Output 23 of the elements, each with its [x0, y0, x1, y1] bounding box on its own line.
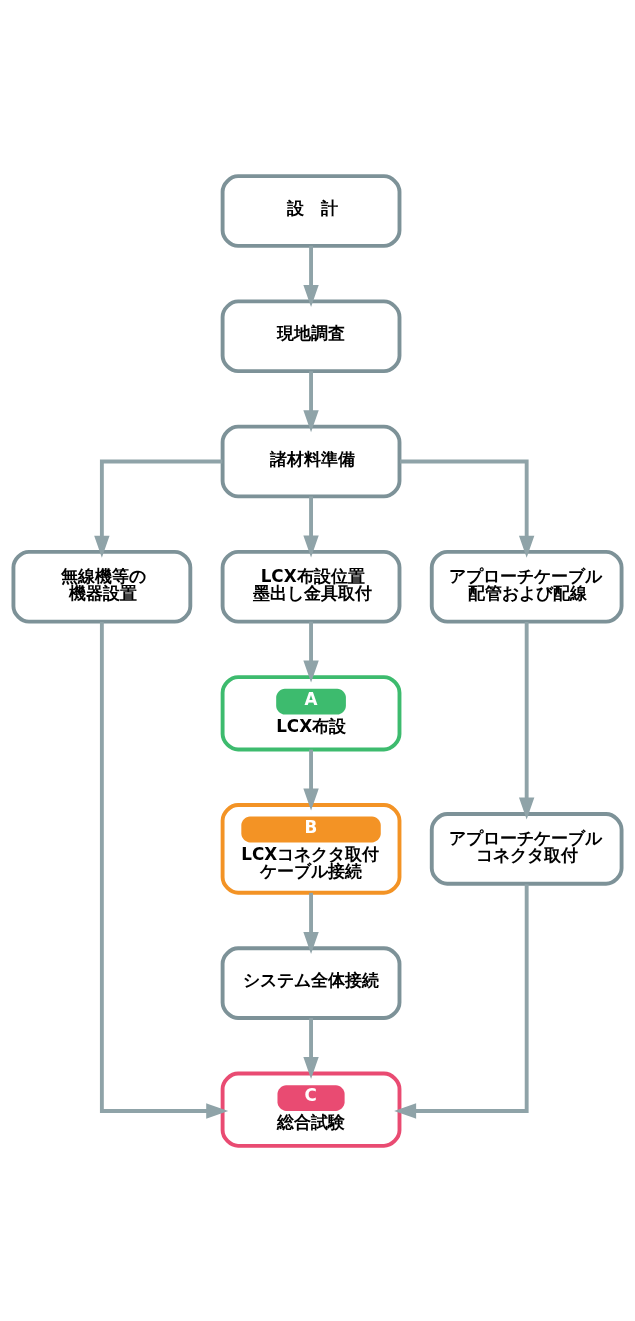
node-box: 現地調査	[220, 298, 402, 373]
arrow	[94, 459, 223, 558]
arrow	[99, 621, 229, 1119]
node-box: B LCXコネクタ取付ケーブル接続	[220, 802, 402, 895]
node-box: 無線機等の機器設置	[11, 549, 193, 624]
arrow	[303, 245, 319, 307]
arrow	[400, 459, 535, 558]
arrow	[303, 892, 319, 954]
node-box: アプローチケーブル配管および配線	[429, 549, 624, 624]
arrow	[303, 1017, 319, 1079]
arrow	[303, 621, 319, 683]
arrow	[394, 883, 529, 1119]
arrow	[303, 370, 319, 432]
node-box: A LCX布設	[220, 674, 402, 751]
arrow	[518, 621, 535, 820]
node-box: 設 計	[220, 173, 402, 248]
arrow	[303, 495, 319, 557]
arrow	[303, 749, 319, 811]
node-box: LCX布設位置墨出し金具取付	[220, 549, 402, 624]
node-box: C 総合試験	[220, 1071, 402, 1148]
node-box: 諸材料準備	[220, 424, 402, 498]
node-box: システム全体接続	[220, 945, 402, 1020]
node-box: アプローチケーブルコネクタ取付	[429, 811, 624, 886]
